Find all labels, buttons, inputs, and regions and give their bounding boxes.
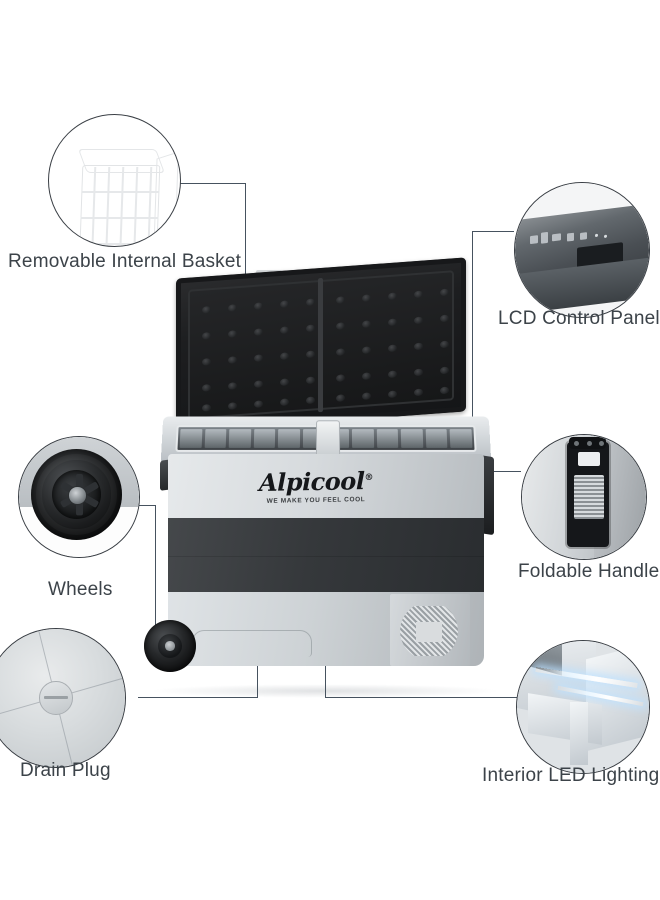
handle-pivot [569, 437, 607, 449]
body-seam [168, 556, 484, 557]
connector-drain-horizontal [138, 697, 258, 699]
basket-art [73, 143, 180, 246]
handle-bolt [574, 440, 580, 446]
led-light-icon [517, 641, 649, 773]
label-interior-led-lighting: Interior LED Lighting [482, 765, 660, 786]
basket-cell [179, 429, 202, 448]
wheel-icon [19, 437, 139, 557]
brand-name: Alpicool® [259, 466, 373, 497]
label-lcd-control-panel: LCD Control Panel [498, 308, 660, 329]
basket-cell [425, 429, 448, 448]
basket-cell [278, 429, 300, 448]
drain-plug-icon [0, 629, 125, 767]
connector-led-horizontal [325, 697, 523, 699]
wire-basket-icon [49, 115, 180, 246]
bubble-basket [48, 114, 181, 247]
wheel-cap [165, 641, 175, 651]
cooler-body-upper [168, 454, 484, 520]
handle-bolt [598, 440, 604, 446]
basket-cell [449, 429, 473, 448]
basket-cell [400, 429, 424, 448]
label-foldable-handle: Foldable Handle [518, 561, 660, 582]
bubble-drain [0, 628, 126, 768]
connector-lcd-vertical [472, 231, 474, 421]
drain-plug-cap [39, 681, 74, 716]
basket-cell [204, 429, 227, 448]
lid-center-divider [318, 277, 324, 413]
basket-wire [80, 217, 159, 219]
basket-cell [376, 429, 399, 448]
basket-wire [79, 243, 158, 245]
basket-cell [351, 429, 374, 448]
connector-basket-horizontal [178, 183, 246, 185]
product-wheel [144, 620, 196, 672]
basket-cell [253, 429, 276, 448]
interior-partition [569, 701, 589, 766]
label-wheels: Wheels [48, 579, 113, 600]
wheel-hubcap [68, 486, 87, 505]
lcd-key [552, 233, 561, 243]
registered-mark: ® [364, 473, 373, 484]
product-illustration-cooler: Alpicool® WE MAKE YOU FEEL COOL [144, 257, 500, 686]
handle-grip [574, 474, 604, 520]
basket-cell [228, 429, 251, 448]
lcd-indicator [594, 234, 598, 238]
handle-icon [522, 435, 646, 559]
tire [31, 449, 123, 541]
lcd-key [529, 234, 538, 245]
connector-drain-vertical [257, 644, 259, 698]
body-foot-notch [192, 630, 312, 657]
lcd-key [541, 231, 548, 244]
lcd-key [579, 232, 587, 241]
brand-logo: Alpicool® WE MAKE YOU FEEL COOL [236, 466, 396, 506]
wheel-spoke [76, 473, 84, 495]
lcd-panel-icon [515, 183, 649, 317]
product-shadow [150, 684, 500, 698]
lcd-indicator [604, 234, 608, 239]
bubble-lcd [514, 182, 650, 318]
connector-wheels-vertical [155, 505, 157, 652]
lcd-key [566, 232, 574, 242]
cooler-body-dark-band [168, 518, 484, 594]
handle-window [577, 452, 601, 466]
label-removable-internal-basket: Removable Internal Basket [8, 251, 242, 272]
bubble-wheels [18, 436, 140, 558]
drain-plug-slot [44, 696, 69, 700]
vent-center-block [416, 622, 442, 642]
label-drain-plug: Drain Plug [20, 760, 111, 781]
handle-bolt [586, 440, 592, 446]
bubble-led [516, 640, 650, 774]
basket-wire [81, 191, 160, 193]
bubble-handle [521, 434, 647, 560]
connector-lcd-horizontal [472, 231, 514, 233]
cooler-lid [176, 257, 466, 433]
